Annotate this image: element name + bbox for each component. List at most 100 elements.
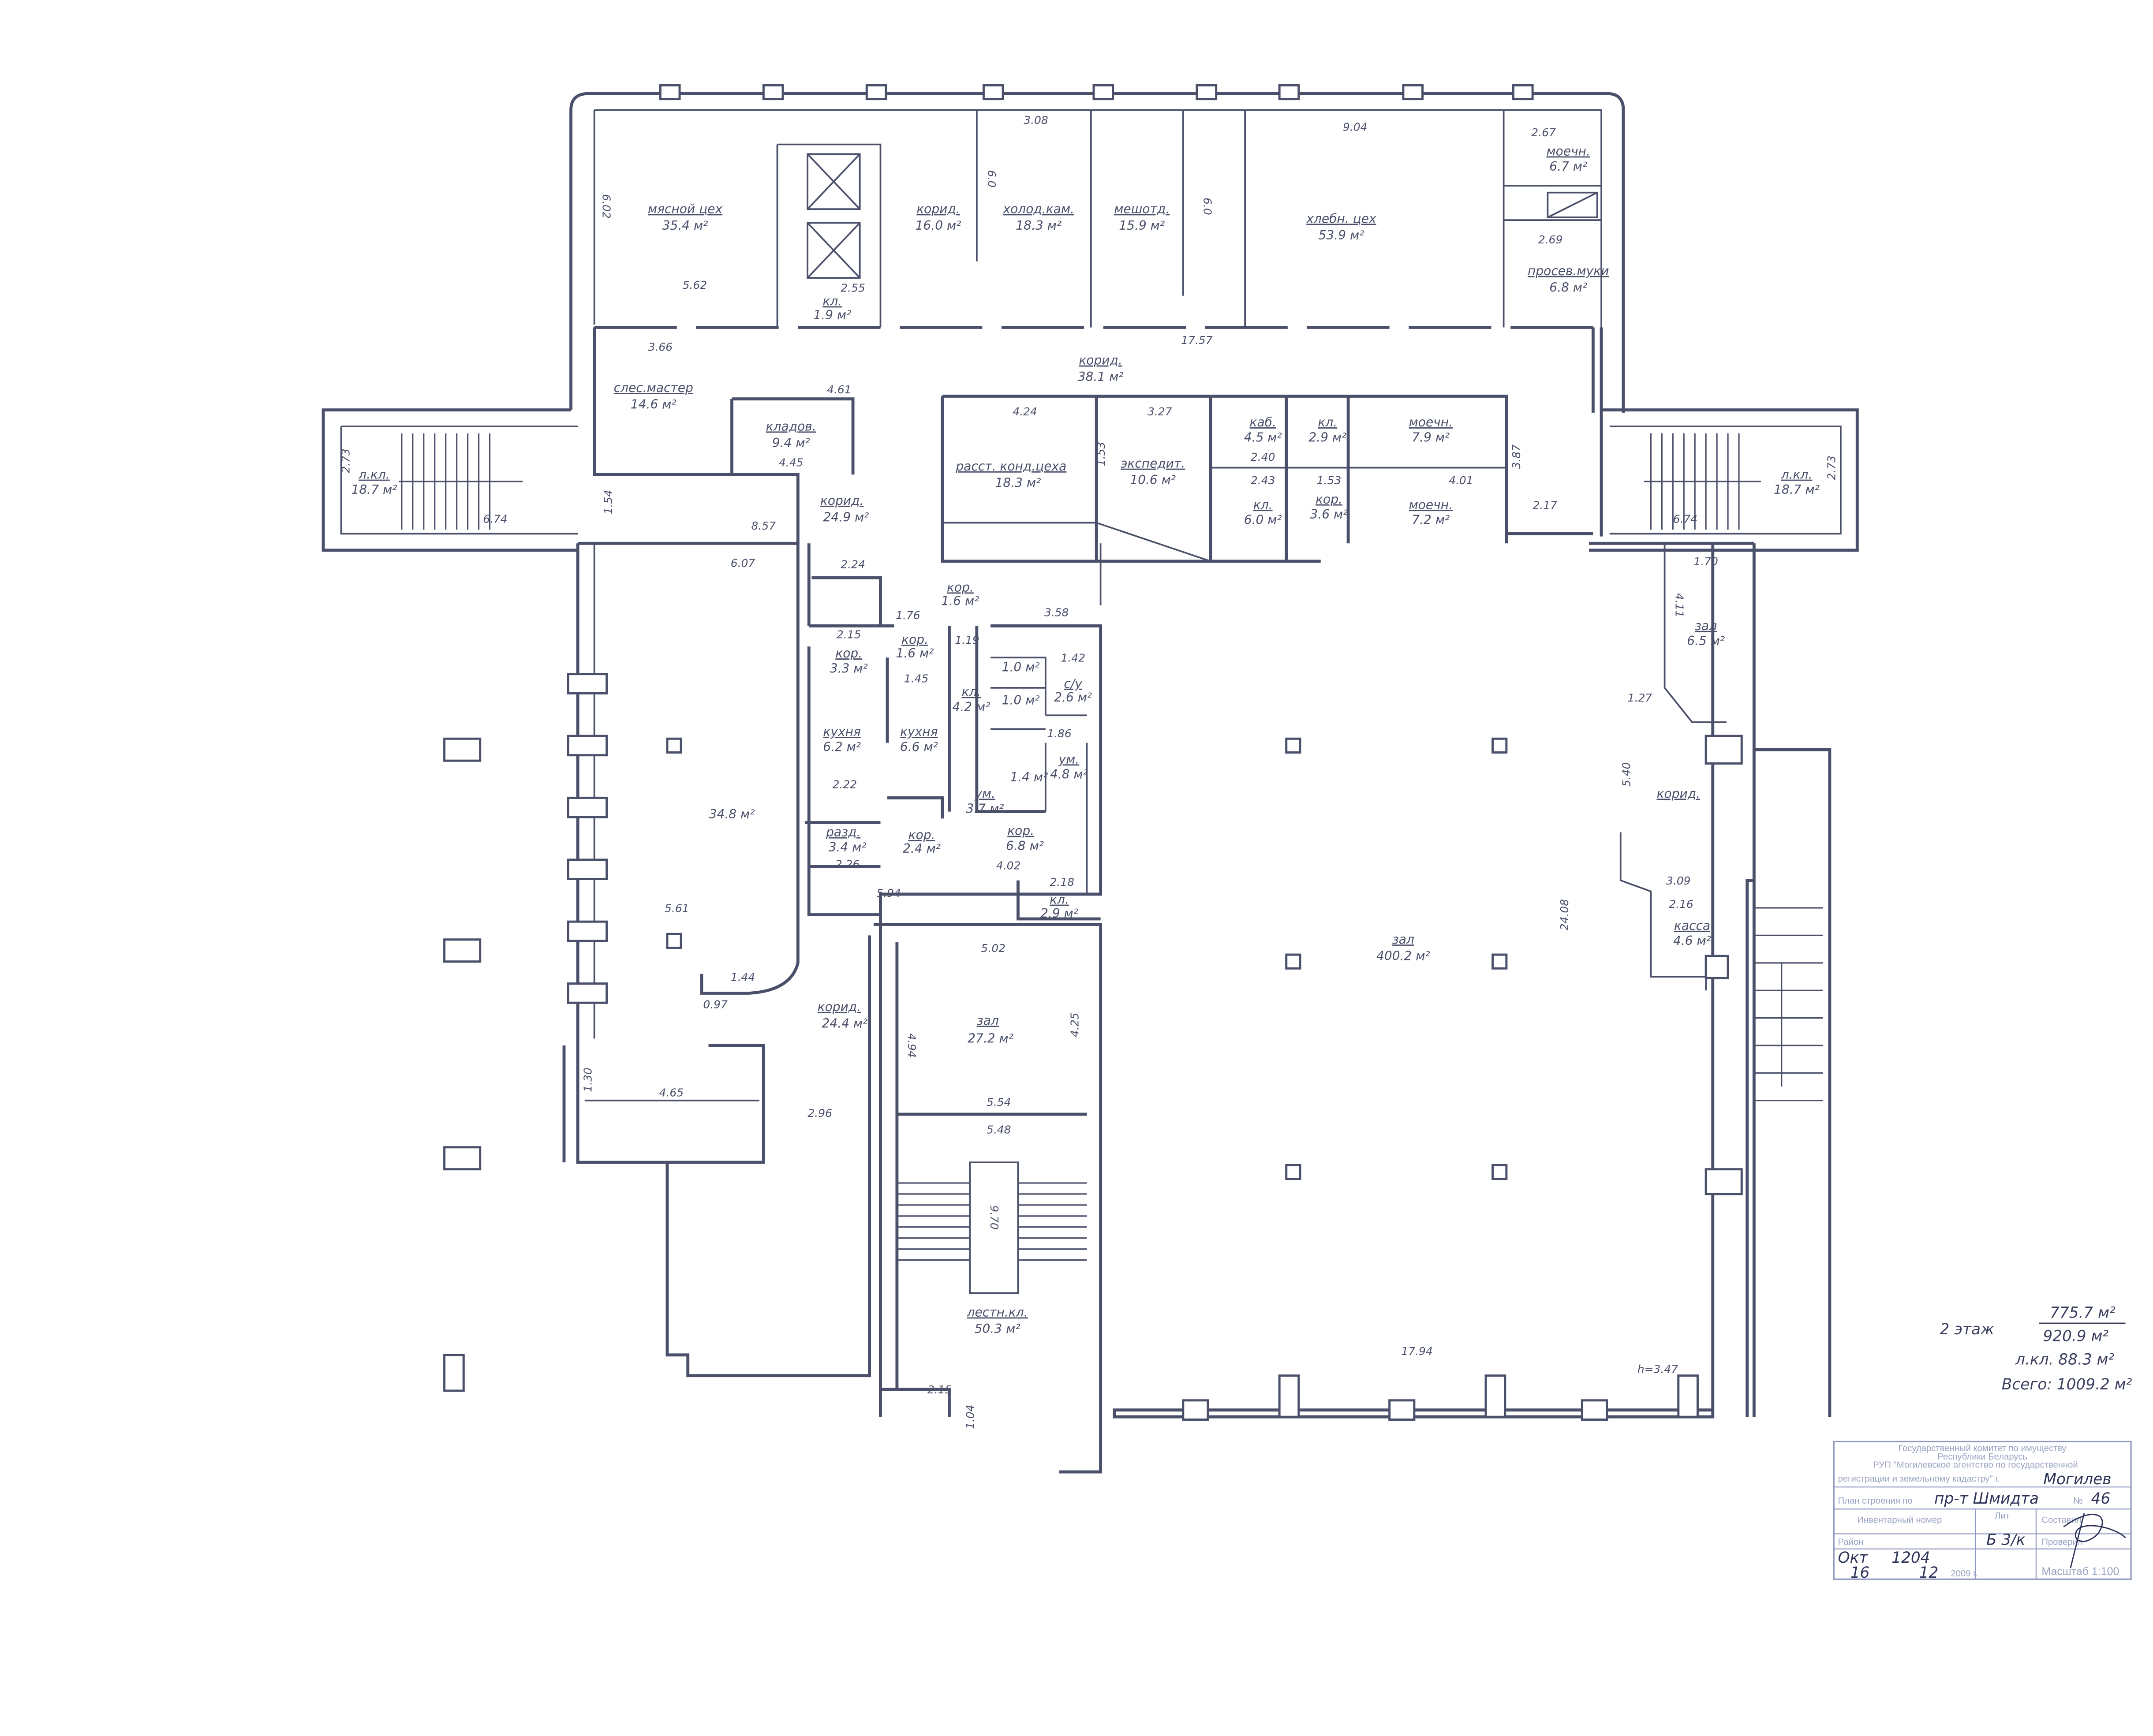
room-main-corridor: корид.38.1 м² bbox=[1078, 353, 1124, 384]
svg-text:корид.: корид. bbox=[820, 493, 863, 508]
svg-text:3.87: 3.87 bbox=[1510, 444, 1523, 469]
svg-text:1.53: 1.53 bbox=[1095, 442, 1107, 467]
svg-text:разд.: разд. bbox=[826, 825, 860, 840]
city: Могилев bbox=[2043, 1471, 2111, 1488]
room-closet-lift: кл.1.9 м² bbox=[813, 294, 851, 322]
room-stairwell: лестн.кл.50.3 м² bbox=[967, 1305, 1028, 1336]
room-wc-2: 1.0 м² bbox=[1002, 693, 1040, 707]
svg-text:4.5 м²: 4.5 м² bbox=[1244, 430, 1282, 444]
svg-text:кор.: кор. bbox=[947, 580, 974, 594]
room-cold: холод.кам.18.3 м² bbox=[1002, 202, 1074, 233]
svg-text:2.43: 2.43 bbox=[1251, 474, 1275, 487]
room-corridor-left: корид.24.9 м² bbox=[820, 493, 869, 524]
svg-text:4.45: 4.45 bbox=[779, 456, 804, 469]
svg-text:18.3 м²: 18.3 м² bbox=[995, 475, 1041, 490]
outer-wall-top-block bbox=[569, 92, 1625, 413]
signature bbox=[2063, 1513, 2126, 1568]
svg-text:1.44: 1.44 bbox=[731, 971, 755, 983]
svg-text:№: № bbox=[2073, 1496, 2083, 1506]
svg-text:6.8 м²: 6.8 м² bbox=[1549, 280, 1587, 295]
svg-text:3.4 м²: 3.4 м² bbox=[829, 840, 867, 855]
svg-text:расст. конд.цеха: расст. конд.цеха bbox=[955, 459, 1066, 474]
svg-text:6.6 м²: 6.6 м² bbox=[900, 739, 938, 754]
svg-text:л.кл.: л.кл. bbox=[1781, 467, 1813, 482]
svg-text:18.3 м²: 18.3 м² bbox=[1016, 218, 1062, 233]
svg-text:2.67: 2.67 bbox=[1531, 126, 1556, 139]
svg-text:План строения по: План строения по bbox=[1838, 1496, 1913, 1506]
svg-text:0.97: 0.97 bbox=[703, 998, 728, 1011]
room-corridor-mid: корид.24.4 м² bbox=[818, 1000, 868, 1030]
svg-text:h=3.47: h=3.47 bbox=[1637, 1363, 1678, 1375]
svg-text:4.01: 4.01 bbox=[1449, 474, 1473, 487]
svg-text:6.8 м²: 6.8 м² bbox=[1006, 839, 1044, 853]
svg-text:6.0: 6.0 bbox=[985, 170, 998, 188]
svg-text:Республики Беларусь: Республики Беларусь bbox=[1937, 1452, 2027, 1462]
svg-text:5.02: 5.02 bbox=[981, 942, 1006, 955]
room-closet-4: кл.4.2 м² bbox=[952, 685, 990, 714]
structural-columns bbox=[443, 735, 1743, 1392]
svg-text:2.9 м²: 2.9 м² bbox=[1308, 430, 1346, 444]
room-storeroom: кладов. 9.4 м² bbox=[766, 419, 816, 450]
svg-text:хлебн. цех: хлебн. цех bbox=[1306, 211, 1376, 226]
svg-text:1.45: 1.45 bbox=[904, 672, 929, 685]
area-rooms: 920.9 м² bbox=[2043, 1328, 2108, 1345]
svg-text:3.66: 3.66 bbox=[648, 341, 673, 354]
title-block: Государственный комитет по имуществу Рес… bbox=[1833, 1441, 2132, 1582]
room-stair-left: л.кл.18.7 м² bbox=[351, 467, 397, 497]
svg-text:9.4 м²: 9.4 м² bbox=[772, 436, 810, 450]
svg-text:Государственный комитет по иму: Государственный комитет по имуществу bbox=[1899, 1444, 2067, 1453]
svg-text:2.22: 2.22 bbox=[833, 778, 857, 791]
svg-text:РУП "Могилевское агентство по: РУП "Могилевское агентство по государств… bbox=[1873, 1460, 2078, 1470]
room-corridor-right: корид. bbox=[1657, 786, 1700, 801]
svg-text:1.76: 1.76 bbox=[896, 609, 920, 622]
svg-text:3.7 м²: 3.7 м² bbox=[966, 802, 1004, 816]
svg-text:Проверил: Проверил bbox=[2041, 1537, 2082, 1547]
svg-text:каб.: каб. bbox=[1250, 415, 1276, 429]
room-wash-1: моечн.6.7 м² bbox=[1546, 144, 1590, 174]
svg-text:2.4 м²: 2.4 м² bbox=[903, 841, 941, 856]
date-day: 16 bbox=[1850, 1564, 1870, 1582]
svg-text:мешотд.: мешотд. bbox=[1114, 202, 1170, 217]
svg-text:6.0 м²: 6.0 м² bbox=[1244, 513, 1282, 527]
svg-text:17.57: 17.57 bbox=[1181, 334, 1213, 347]
svg-text:7.2 м²: 7.2 м² bbox=[1412, 513, 1450, 527]
svg-text:1.6 м²: 1.6 м² bbox=[896, 646, 934, 661]
svg-text:1.53: 1.53 bbox=[1317, 474, 1342, 487]
room-corridor-top: корид.16.0 м² bbox=[916, 202, 961, 233]
room-washroom-2: ум.3.7 м² bbox=[966, 786, 1004, 816]
svg-text:Инвентарный номер: Инвентарный номер bbox=[1857, 1515, 1942, 1525]
svg-text:кл.: кл. bbox=[1050, 892, 1069, 907]
svg-text:1.27: 1.27 bbox=[1628, 691, 1652, 704]
svg-text:50.3 м²: 50.3 м² bbox=[975, 1322, 1020, 1336]
svg-text:400.2 м²: 400.2 м² bbox=[1376, 949, 1430, 963]
svg-text:экспедит.: экспедит. bbox=[1121, 456, 1185, 471]
svg-text:кор.: кор. bbox=[835, 646, 862, 661]
svg-text:1.19: 1.19 bbox=[955, 634, 979, 646]
area-main: 775.7 м² bbox=[2050, 1304, 2116, 1322]
svg-text:1.70: 1.70 bbox=[1693, 555, 1718, 568]
room-cor-d: кор.2.4 м² bbox=[903, 828, 941, 856]
svg-text:5.48: 5.48 bbox=[987, 1124, 1011, 1136]
svg-text:корид.: корид. bbox=[1079, 353, 1122, 368]
svg-text:6.0: 6.0 bbox=[1201, 198, 1214, 215]
svg-text:кор.: кор. bbox=[901, 632, 928, 647]
room-cor-e: кор.6.8 м² bbox=[1006, 824, 1044, 853]
room-office: каб.4.5 м² bbox=[1244, 415, 1282, 444]
svg-text:моечн.: моечн. bbox=[1546, 144, 1590, 159]
room-washroom-1: ум.4.8 м² bbox=[1050, 752, 1088, 781]
scale: Масштаб 1:100 bbox=[2041, 1565, 2119, 1578]
svg-text:4.65: 4.65 bbox=[659, 1086, 684, 1099]
svg-text:кладов.: кладов. bbox=[766, 419, 816, 433]
svg-text:1.6 м²: 1.6 м² bbox=[941, 594, 979, 609]
svg-text:3.08: 3.08 bbox=[1024, 114, 1048, 127]
svg-text:5.54: 5.54 bbox=[987, 1096, 1011, 1109]
svg-text:7.9 м²: 7.9 м² bbox=[1412, 430, 1450, 444]
left-stair-wing bbox=[321, 408, 578, 552]
svg-text:24.08: 24.08 bbox=[1558, 899, 1571, 930]
left-stair-treads bbox=[399, 433, 523, 530]
